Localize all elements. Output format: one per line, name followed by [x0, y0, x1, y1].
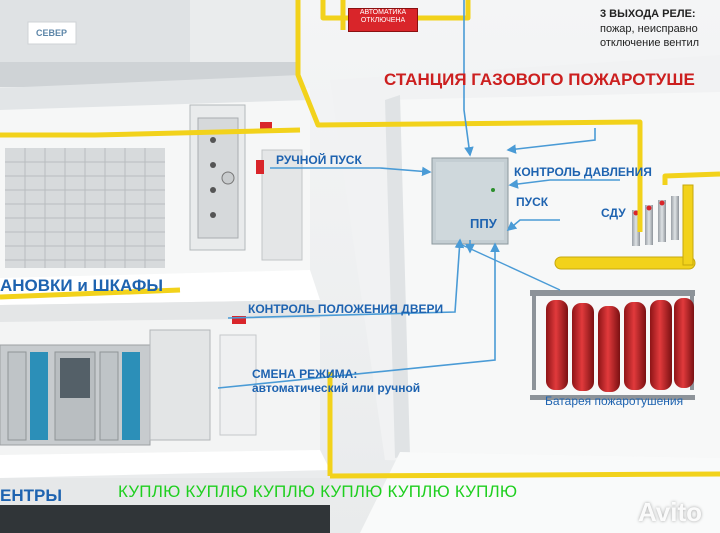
- sdu-label: СДУ: [601, 206, 626, 220]
- fire-cylinders: [546, 298, 694, 392]
- automation-disabled-tag: АВТОМАТИКА ОТКЛЮЧЕНА: [348, 8, 418, 32]
- mode-change-label: СМЕНА РЕЖИМА:: [252, 367, 358, 381]
- automation-tag-line1: АВТОМАТИКА: [359, 9, 407, 16]
- battery-label: Батарея пожаротушения: [545, 394, 684, 408]
- relay-line1: пожар, неисправно: [600, 23, 698, 35]
- station-title: СТАНЦИЯ ГАЗОВОГО ПОЖАРОТУШЕ: [384, 70, 695, 89]
- avito-watermark: Avito: [637, 497, 702, 527]
- electrical-cabinets: [0, 329, 211, 446]
- mode-detail-label: автоматический или ручной: [252, 381, 421, 395]
- manual-start-button: [256, 160, 264, 174]
- automation-tag-line2: ОТКЛЮЧЕНА: [360, 17, 406, 24]
- door-control-label: КОНТРОЛЬ ПОЛОЖЕНИЯ ДВЕРИ: [248, 302, 444, 316]
- buy-ticker-text: КУПЛЮ КУПЛЮ КУПЛЮ КУПЛЮ КУПЛЮ КУПЛЮ: [118, 482, 518, 501]
- station-room: [330, 55, 720, 533]
- pressure-control-label: КОНТРОЛЬ ДАВЛЕНИЯ: [514, 165, 652, 179]
- logo-text: СЕВЕР: [36, 28, 68, 38]
- pressure-sensors: [632, 196, 679, 246]
- deposit-boxes: [5, 148, 165, 268]
- yellow-wiring: [0, 0, 720, 479]
- section-centers: ЕНТРЫ: [0, 486, 62, 505]
- ppu-label: ППУ: [470, 216, 497, 231]
- relay-title: 3 ВЫХОДА РЕЛЕ:: [600, 8, 696, 20]
- section-installations: АНОВКИ и ШКАФЫ: [0, 276, 164, 295]
- building-section: [0, 0, 330, 533]
- relay-line2: отключение вентил: [600, 37, 700, 49]
- start-label: ПУСК: [516, 195, 549, 209]
- connection-arrows: [217, 0, 620, 389]
- manual-start-label: РУЧНОЙ ПУСК: [276, 153, 362, 167]
